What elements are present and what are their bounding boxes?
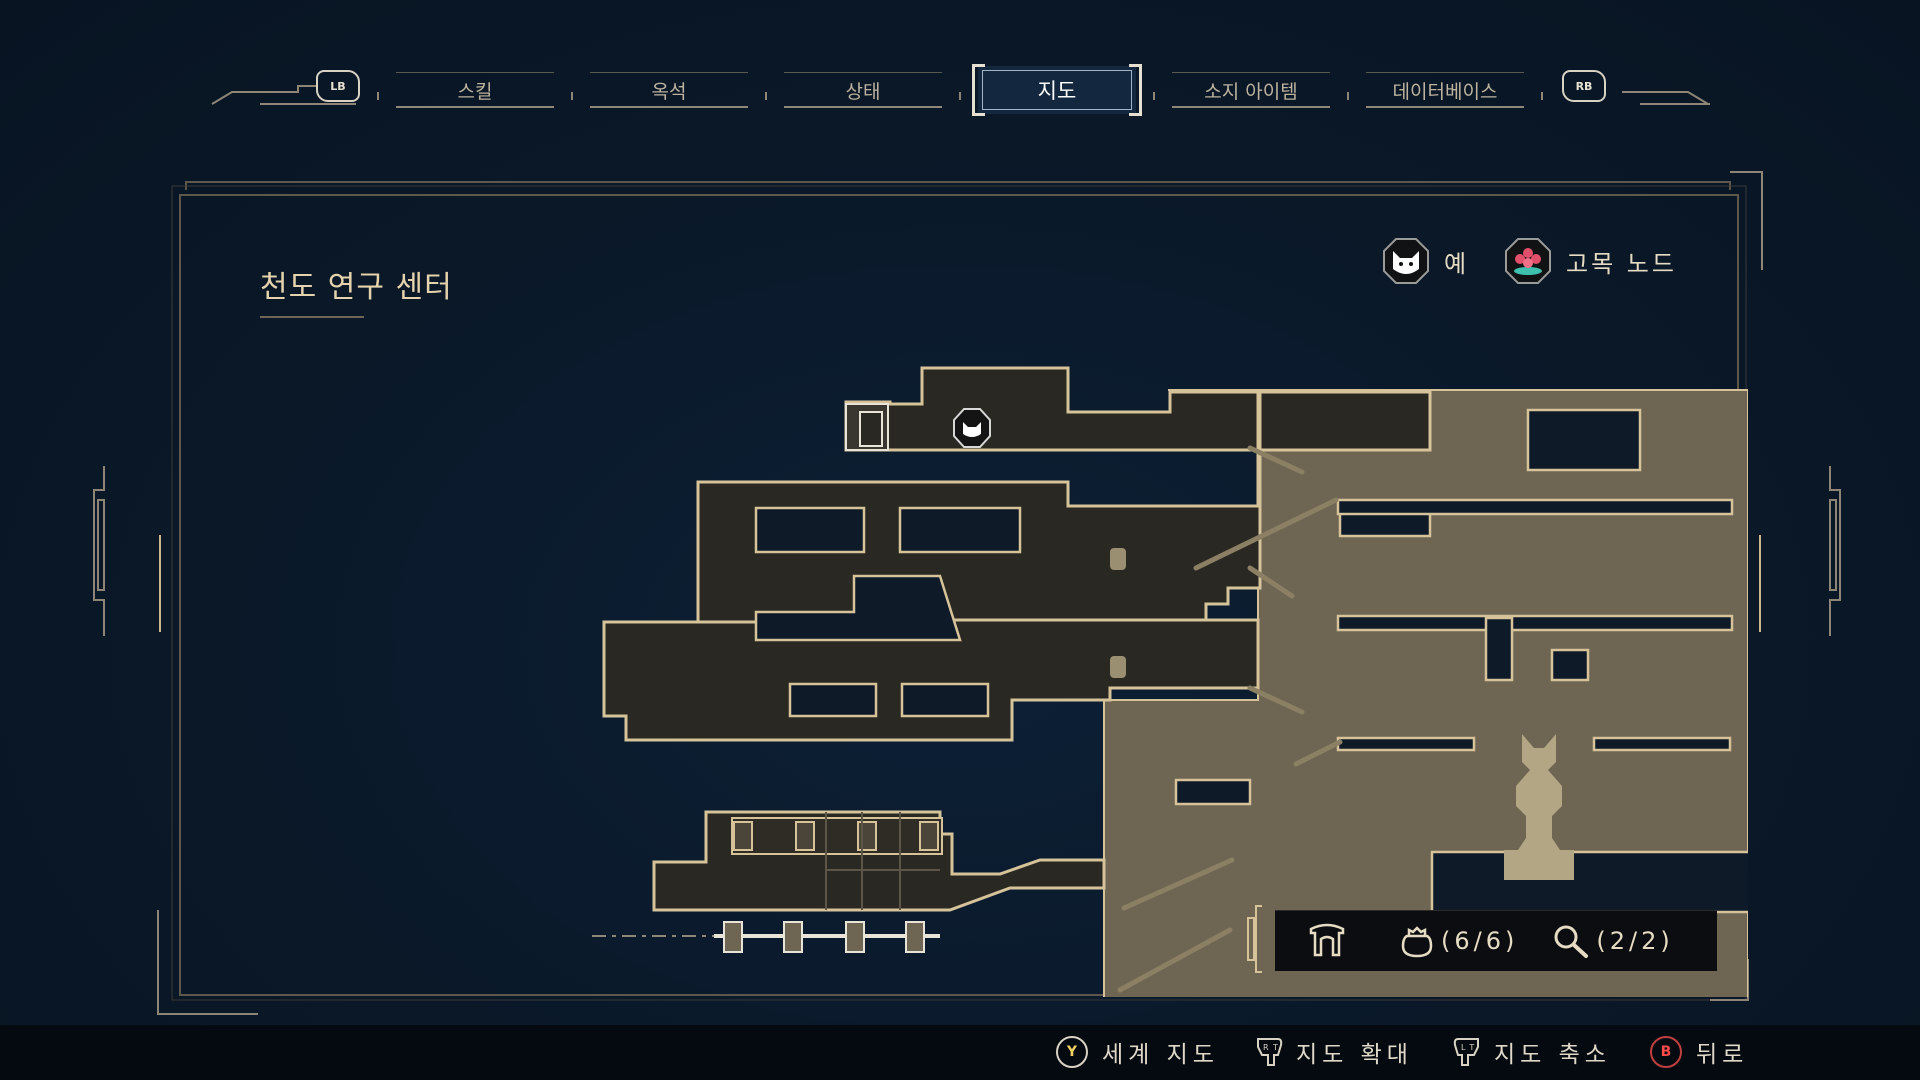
tab-status[interactable]: 상태 xyxy=(784,72,942,108)
tab-inventory[interactable]: 소지 아이템 xyxy=(1172,72,1330,108)
map-hole xyxy=(900,682,990,718)
hint-label: 지도 축소 xyxy=(1494,1042,1611,1068)
map-hole xyxy=(1484,616,1514,682)
map-hole xyxy=(1430,850,1748,914)
chest-count: (6/6) xyxy=(1441,927,1519,955)
hint-back[interactable]: B 뒤로 xyxy=(1650,1036,1748,1068)
hint-label: 뒤로 xyxy=(1696,1042,1749,1068)
rb-label: RB xyxy=(1575,79,1593,93)
tab-label: 지도 xyxy=(1037,79,1077,103)
map-hole xyxy=(754,574,962,642)
search-count: (2/2) xyxy=(1596,927,1674,955)
tab-skill[interactable]: 스킬 xyxy=(396,72,554,108)
lotus-node-icon xyxy=(1505,238,1551,284)
tab-label: 옥석 xyxy=(651,80,687,103)
tab-label: 소지 아이템 xyxy=(1204,80,1298,103)
tab-map[interactable]: 지도 xyxy=(972,64,1142,116)
tab-label: 데이터베이스 xyxy=(1392,80,1498,103)
hint-label: 세계 지도 xyxy=(1102,1042,1219,1068)
treasure-pot-icon xyxy=(1401,926,1433,958)
map-hole xyxy=(754,506,866,554)
lb-label: LB xyxy=(330,79,346,93)
map-hole xyxy=(788,682,878,718)
tab-label: 스킬 xyxy=(457,80,493,103)
hint-zoom-in[interactable]: RT 지도 확대 xyxy=(1254,1036,1413,1068)
legend-item-node: 고목 노드 xyxy=(1504,236,1677,286)
map-hole xyxy=(1550,648,1590,682)
map-hole xyxy=(1336,736,1476,752)
map-hole xyxy=(898,506,1022,554)
nav-ornament xyxy=(211,85,1710,105)
save-point-cat-marker xyxy=(953,408,991,448)
area-title: 천도 연구 센터 xyxy=(260,270,453,305)
map-marker xyxy=(1110,656,1126,678)
map-hole xyxy=(1592,736,1732,752)
b-button-icon: B xyxy=(1650,1036,1682,1068)
magnifier-icon xyxy=(1554,925,1589,958)
svg-text:RT: RT xyxy=(1263,1043,1283,1052)
map-door xyxy=(845,403,889,451)
legend-label: 고목 노드 xyxy=(1566,249,1677,278)
map-hole xyxy=(1174,778,1252,806)
lb-bumper-button[interactable]: LB xyxy=(316,70,360,102)
map-marker xyxy=(1110,548,1126,570)
map-hole xyxy=(1336,614,1734,632)
rt-trigger-icon: RT xyxy=(1257,1038,1283,1066)
map-hole xyxy=(1526,408,1642,472)
title-underline xyxy=(260,316,364,318)
top-navigation: LB 스킬 옥석 상태 지도 소지 아이템 데이터베이스 RB xyxy=(0,0,1920,130)
rb-bumper-button[interactable]: RB xyxy=(1562,70,1606,102)
lt-trigger-icon: LT xyxy=(1453,1038,1479,1066)
tab-label: 상태 xyxy=(845,80,881,103)
bottom-hint-bar xyxy=(0,1025,1920,1080)
legend-label: 예 xyxy=(1444,249,1470,278)
svg-text:LT: LT xyxy=(1461,1043,1479,1052)
cat-face-icon xyxy=(1383,238,1429,284)
gate-icon xyxy=(1309,923,1345,957)
map-hole xyxy=(1336,498,1734,516)
statue-silhouette xyxy=(1504,734,1574,880)
stats-bracket xyxy=(1247,905,1262,973)
hint-zoom-out[interactable]: LT 지도 축소 xyxy=(1452,1036,1611,1068)
hint-world-map[interactable]: Y 세계 지도 xyxy=(1056,1036,1219,1068)
map-room-upper xyxy=(844,366,1432,454)
area-stats-box: (6/6) (2/2) xyxy=(1275,910,1717,971)
legend-item-save-point: 예 xyxy=(1382,236,1469,286)
map-conveyor xyxy=(592,921,940,953)
tab-gemstone[interactable]: 옥석 xyxy=(590,72,748,108)
y-button-icon: Y xyxy=(1056,1036,1088,1068)
tab-database[interactable]: 데이터베이스 xyxy=(1366,72,1524,108)
hint-label: 지도 확대 xyxy=(1296,1042,1413,1068)
